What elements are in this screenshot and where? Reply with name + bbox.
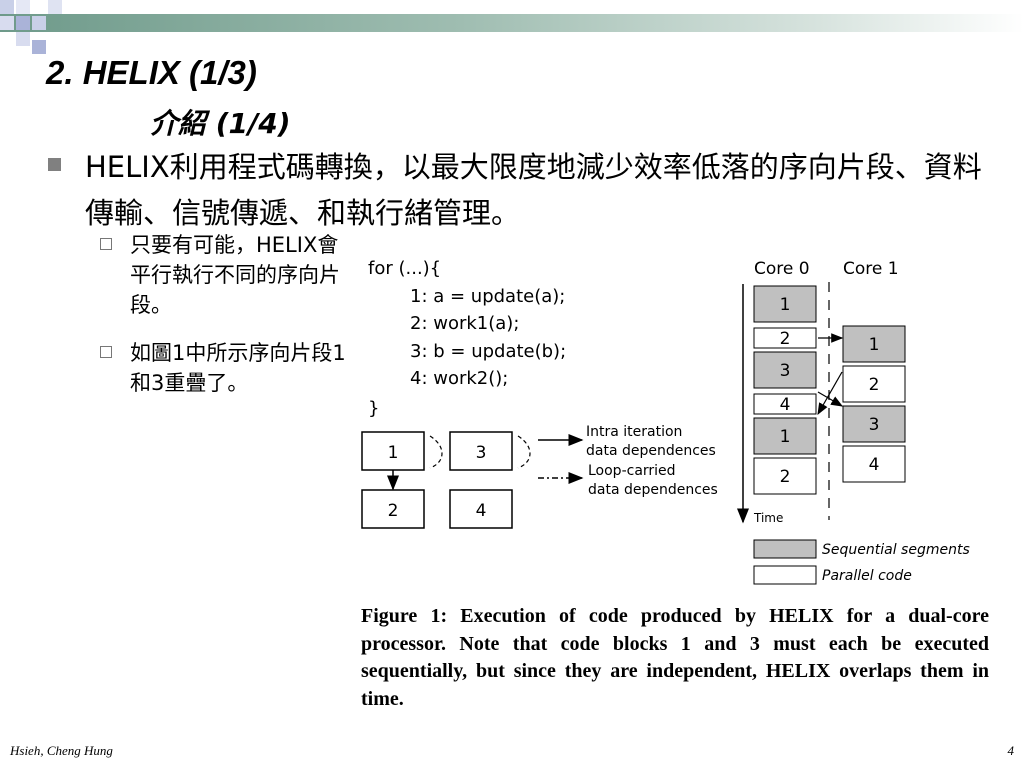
core1-block bbox=[842, 405, 906, 443]
core0-block bbox=[753, 457, 817, 495]
dep-box bbox=[449, 431, 513, 471]
footer-author: Hsieh, Cheng Hung bbox=[10, 743, 113, 758]
checkbox-bullet-icon bbox=[100, 238, 112, 250]
legend-intra-label: Intra iteration bbox=[586, 424, 682, 440]
core0-block-label: 2 bbox=[780, 329, 791, 349]
main-bullet-text: HELIX利用程式碼轉換，以最大限度地減少效率低落的序向片段、資料傳輸、信號傳遞… bbox=[85, 150, 982, 230]
decor-square bbox=[0, 0, 14, 14]
code-line: for (...){ bbox=[368, 258, 441, 279]
core1-blocks: 1 2 3 4 bbox=[842, 325, 906, 483]
core1-block bbox=[842, 325, 906, 363]
dep-box-label: 4 bbox=[476, 501, 487, 521]
decor-square bbox=[16, 0, 30, 14]
decor-square bbox=[16, 32, 30, 46]
sync-arrow bbox=[817, 371, 843, 416]
core0-label: Core 0 bbox=[754, 259, 810, 279]
decor-square bbox=[32, 40, 46, 54]
square-bullet-icon bbox=[48, 158, 61, 171]
legend-loop-label: data dependences bbox=[588, 482, 718, 498]
dep-box-label: 3 bbox=[476, 443, 487, 463]
core1-block-label: 1 bbox=[869, 335, 880, 355]
figure-caption: Figure 1: Execution of code produced by … bbox=[361, 605, 989, 710]
code-line: 4: work2(); bbox=[410, 368, 508, 389]
core0-block-label: 1 bbox=[780, 427, 791, 447]
header-gradient-bar bbox=[0, 14, 1024, 32]
core1-block bbox=[842, 365, 906, 403]
core0-block bbox=[753, 327, 817, 349]
page-number: 4 bbox=[1007, 743, 1015, 758]
subbullet-text: 只要有可能，HELIX會平行執行不同的序向片段。 bbox=[130, 233, 340, 317]
legend-par-swatch bbox=[753, 565, 817, 585]
core0-blocks: 1 2 3 4 1 2 bbox=[753, 285, 817, 495]
core0-block-label: 4 bbox=[780, 395, 791, 415]
core0-block bbox=[753, 351, 817, 389]
core0-block bbox=[753, 285, 817, 323]
core1-block-label: 2 bbox=[869, 375, 880, 395]
subbullet-text: 如圖1中所示序向片段1和3重疊了。 bbox=[130, 341, 346, 395]
core1-block-label: 4 bbox=[869, 455, 880, 475]
decor-square bbox=[16, 16, 30, 30]
slide-title: 2. HELIX (1/3) bbox=[46, 54, 257, 91]
code-line: 2: work1(a); bbox=[410, 313, 519, 334]
core1-block bbox=[842, 445, 906, 483]
code-line: 3: b = update(b); bbox=[410, 341, 566, 362]
core1-block-label: 3 bbox=[869, 415, 880, 435]
loop-arrow bbox=[429, 435, 443, 469]
core0-block bbox=[753, 393, 817, 415]
legend-intra-label: data dependences bbox=[586, 443, 716, 459]
core0-block bbox=[753, 417, 817, 455]
legend-par-label: Parallel code bbox=[822, 568, 912, 584]
dep-box-label: 1 bbox=[388, 443, 399, 463]
decor-square bbox=[32, 16, 46, 30]
decor-square bbox=[0, 16, 14, 30]
legend-seq-label: Sequential segments bbox=[822, 542, 970, 558]
time-label: Time bbox=[753, 511, 783, 525]
core0-block-label: 1 bbox=[780, 295, 791, 315]
code-line: 1: a = update(a); bbox=[410, 286, 565, 307]
decor-square bbox=[48, 0, 62, 14]
slide-subtitle: 介紹 (1/4) bbox=[150, 107, 291, 140]
code-line: } bbox=[368, 398, 379, 419]
dep-box bbox=[449, 489, 513, 529]
core0-block-label: 2 bbox=[780, 467, 791, 487]
loop-arrow bbox=[517, 435, 531, 469]
checkbox-bullet-icon bbox=[100, 346, 112, 358]
core1-label: Core 1 bbox=[843, 259, 899, 279]
legend-loop-label: Loop-carried bbox=[588, 463, 676, 479]
helix-figure: for (...){ 1: a = update(a); 2: work1(a)… bbox=[361, 258, 970, 585]
legend-seq-swatch bbox=[753, 539, 817, 559]
dep-box-label: 2 bbox=[388, 501, 399, 521]
sync-arrow bbox=[817, 391, 844, 407]
core0-block-label: 3 bbox=[780, 361, 791, 381]
